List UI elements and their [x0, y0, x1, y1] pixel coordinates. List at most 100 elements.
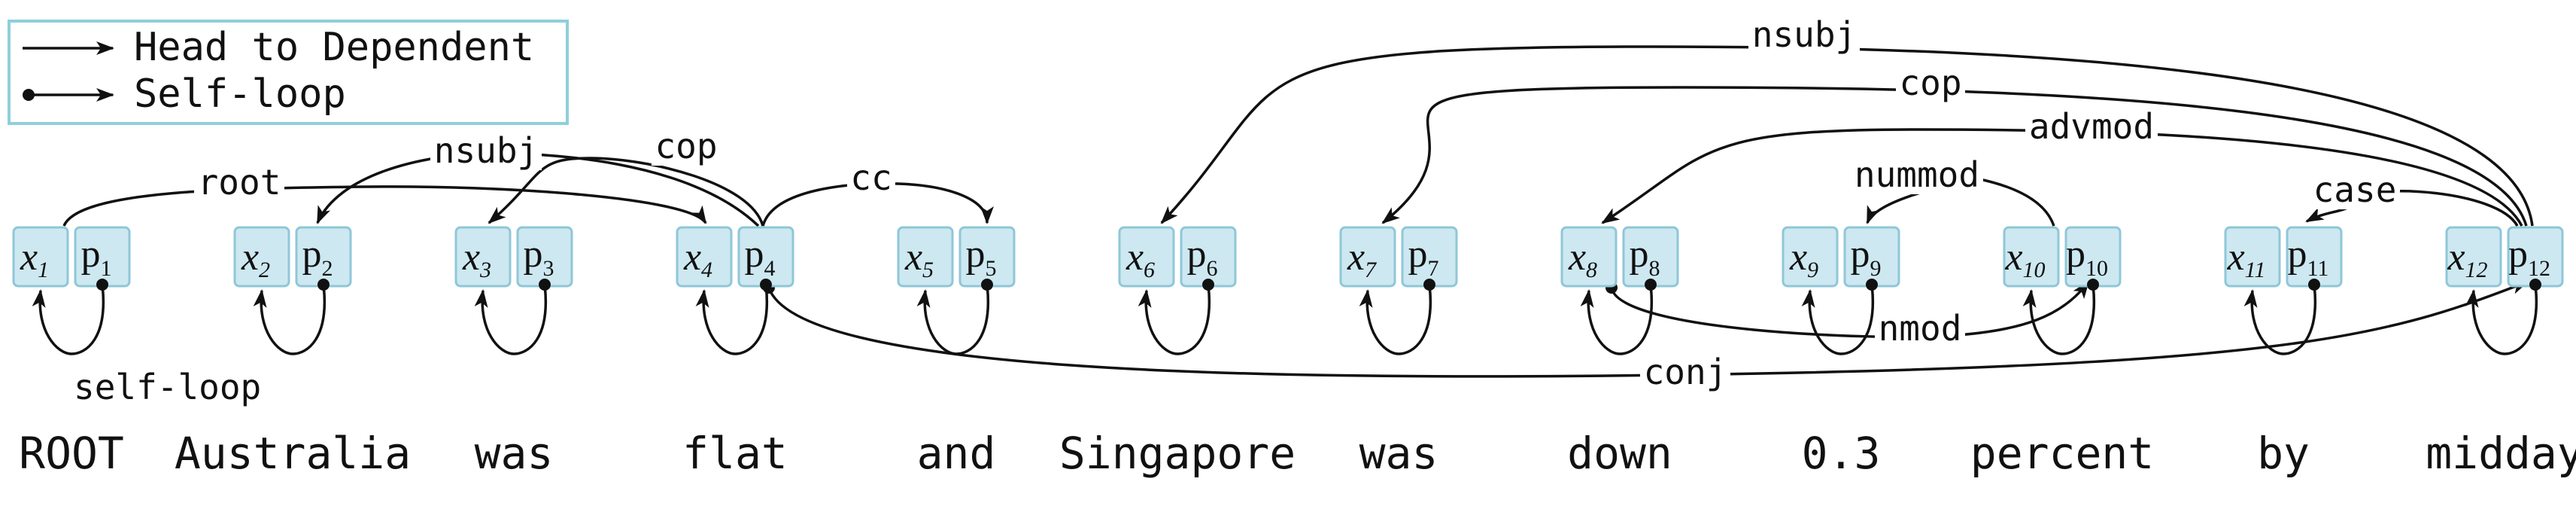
arc-label-text: cop: [1899, 62, 1961, 103]
p-box-label: p9: [1851, 233, 1882, 281]
word-11: by: [2257, 428, 2310, 479]
word-12: midday: [2426, 428, 2576, 479]
token-node-10: x10 p10: [2003, 226, 2122, 355]
self-loop-dot: [1423, 279, 1435, 291]
self-loop-arrow: [916, 284, 989, 355]
token-node-5: x5 p5: [897, 226, 1016, 355]
x-box: [1560, 226, 1618, 288]
x-box-label: x4: [683, 236, 712, 282]
x-box-label: x6: [1125, 236, 1155, 282]
arc-path: [1601, 128, 2523, 227]
arc-label-advmod: advmod: [2025, 106, 2158, 147]
token-node-2: x2 p2: [233, 226, 352, 355]
token-node-12: x12 p12: [2445, 226, 2564, 355]
self-loop-label: self-loop: [74, 367, 261, 407]
arc-nsubj-12-6: [1160, 45, 2534, 227]
arc-path: [488, 157, 764, 227]
arc-cop-12-7: [1381, 86, 2528, 227]
self-loop-arrow: [1801, 284, 1874, 355]
x-box-label: x2: [241, 236, 270, 282]
arc-label-conj: conj: [1640, 352, 1730, 392]
x-box: [676, 226, 733, 288]
p-box-label: p3: [524, 233, 554, 281]
x-box-label: x11: [2227, 236, 2266, 282]
arc-nmod-8-10: [1605, 280, 2090, 339]
x-box-label: x5: [904, 236, 934, 282]
self-loop-arrow: [253, 284, 326, 355]
arc-label-bg: [1640, 355, 1730, 392]
x-box-label: x3: [462, 236, 491, 282]
x-box: [897, 226, 954, 288]
arc-label-root: root: [194, 162, 284, 203]
arc-label-bg: [847, 161, 895, 197]
token-node-9: x9 p9: [1782, 226, 1900, 355]
x-box: [233, 226, 290, 288]
arc-path: [1160, 45, 2534, 227]
self-loop-dot: [981, 279, 993, 291]
p-box-label: p7: [1408, 233, 1439, 281]
p-box-label: p12: [2508, 233, 2550, 281]
p-box-label: p6: [1187, 233, 1218, 281]
word-2: Australia: [175, 428, 411, 479]
self-loop-dot: [539, 279, 551, 291]
self-loop-dot: [1866, 279, 1878, 291]
p-box-label: p5: [966, 233, 997, 281]
word-7: was: [1359, 428, 1438, 479]
arc-label-text: nmod: [1879, 308, 1962, 349]
p-box-label: p10: [2066, 233, 2108, 281]
arc-label-text: nsubj: [1752, 14, 1856, 55]
arc-label-text: cc: [850, 157, 892, 198]
arc-label-bg: [2310, 173, 2400, 209]
self-loop-arrow: [2022, 284, 2095, 355]
x-box-label: x1: [20, 236, 49, 282]
legend-self-loop: Self-loop: [134, 72, 346, 117]
legend-head-to-dependent: Head to Dependent: [134, 25, 534, 70]
legend: Head to Dependent Self-loop: [8, 20, 569, 125]
x-box: [1339, 226, 1396, 288]
word-4: flat: [682, 428, 788, 479]
self-loop-dot: [2087, 279, 2099, 291]
word-9: 0.3: [1802, 428, 1881, 479]
token-node-3: x3 p3: [454, 226, 573, 355]
self-loop-arrow: [1580, 284, 1653, 355]
arc-label-bg: [1851, 158, 1983, 194]
p-box-label: p2: [302, 233, 333, 281]
self-loop-dot: [1202, 279, 1214, 291]
arc-label-bg: [652, 130, 721, 166]
word-10: percent: [1970, 428, 2154, 479]
x-box-label: x9: [1789, 236, 1818, 282]
arc-label-text: cop: [655, 126, 717, 166]
arc-path: [761, 181, 994, 227]
arc-label-nmod: nmod: [1875, 308, 1965, 349]
x-box: [1118, 226, 1175, 288]
self-loop-arrow: [32, 284, 105, 355]
p-box-label: p4: [745, 233, 776, 281]
x-box-label: x7: [1347, 236, 1378, 282]
arc-label-bg: [1748, 18, 1860, 54]
x-box: [12, 226, 69, 288]
p-box-label: p11: [2288, 233, 2329, 281]
arc-label-bg: [430, 134, 542, 170]
arc-label-text: advmod: [2029, 106, 2154, 147]
arc-label-text: conj: [1644, 352, 1727, 392]
arc-label-bg: [1896, 66, 1965, 102]
x-box: [1782, 226, 1839, 288]
self-loop-arrow: [695, 284, 768, 355]
word-6: Singapore: [1059, 428, 1296, 479]
arc-label-cop: cop: [1896, 62, 1965, 103]
x-box-label: x8: [1568, 236, 1597, 282]
token-node-6: x6 p6: [1118, 226, 1237, 355]
legend-box: [8, 20, 569, 125]
token-node-4: x4 p4: [676, 226, 794, 355]
arc-label-cc: cc: [847, 157, 895, 198]
arc-label-case: case: [2310, 169, 2400, 210]
self-loop-arrow: [474, 284, 547, 355]
self-loop-arrow: [2465, 284, 2538, 355]
arc-label-text: root: [198, 162, 281, 203]
x-box-label: x10: [2004, 236, 2045, 282]
token-node-11: x11 p11: [2224, 226, 2343, 355]
x-box-label: x12: [2447, 236, 2487, 282]
